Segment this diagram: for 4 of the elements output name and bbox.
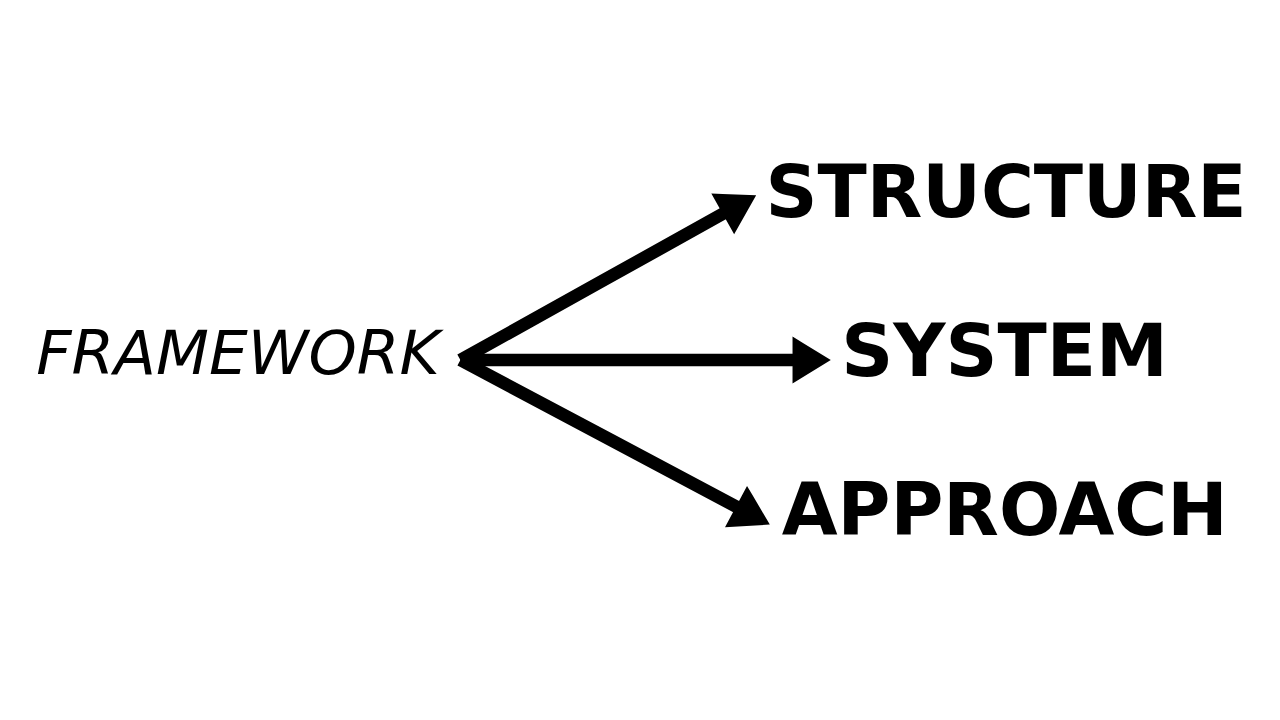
node-text: STRUCTURE [765,150,1247,235]
arrow [460,336,831,384]
node-text: SYSTEM [841,309,1168,394]
node-text: APPROACH [781,468,1228,553]
